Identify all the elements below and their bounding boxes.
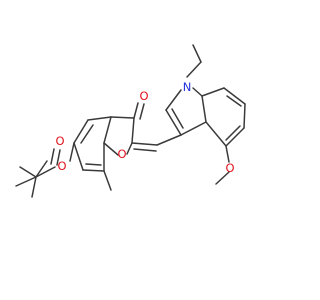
furan-oxygen-label: O: [117, 147, 126, 161]
ethyl-group: [186, 44, 202, 78]
aryl-methyl: [103, 170, 112, 191]
pivalate-ester: [15, 142, 75, 198]
benzofuranone-benzene-ring: [73, 116, 112, 172]
methylidene-bridge: [131, 134, 182, 152]
ketone-double-bond: [133, 102, 145, 120]
nitrogen-label: N: [183, 80, 192, 94]
structure-svg: N O O O O O: [15, 44, 246, 198]
molecule-structure-diagram: N O O O O O: [15, 44, 246, 198]
methoxy-group: [215, 145, 230, 185]
methoxy-oxygen-label: O: [225, 161, 234, 175]
indole-benzene-ring: [201, 87, 246, 147]
ketone-oxygen-label: O: [139, 89, 148, 103]
furanone-ring: [103, 116, 135, 156]
ester-oxygen-label: O: [57, 159, 66, 173]
indole-pyrrole-ring: [165, 87, 207, 136]
carbonyl-oxygen-label: O: [55, 134, 64, 148]
